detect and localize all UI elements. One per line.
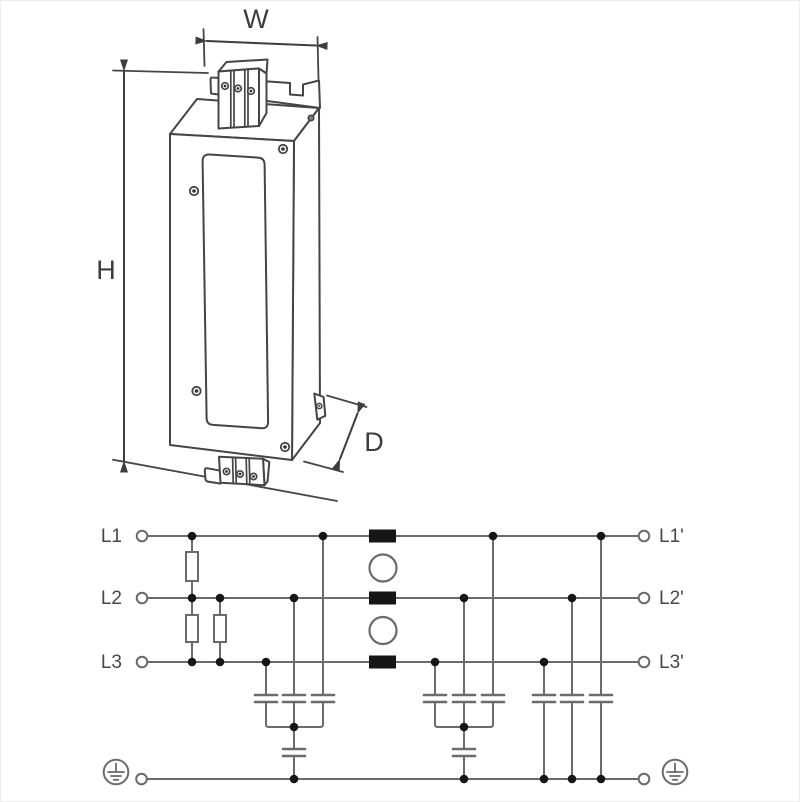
top-block-front-face bbox=[217, 67, 260, 130]
mounting-flange-bottom bbox=[203, 467, 222, 485]
output-terminals bbox=[637, 529, 651, 786]
rivet-icon bbox=[307, 114, 315, 122]
junction-dots bbox=[187, 531, 606, 784]
capacitor-icon bbox=[531, 693, 614, 704]
fasteners bbox=[307, 114, 323, 410]
choke-core-circle bbox=[368, 553, 398, 583]
screw-icon bbox=[279, 441, 291, 453]
y-capacitor-icon bbox=[451, 747, 477, 758]
ground-terminal-left bbox=[135, 772, 148, 786]
input-capacitor-group bbox=[253, 535, 336, 780]
h-extension-top bbox=[112, 69, 209, 74]
discharge-resistors bbox=[185, 535, 227, 663]
filter-body bbox=[169, 98, 327, 461]
capacitor-icon bbox=[422, 693, 506, 704]
terminal-screw-icon bbox=[222, 467, 231, 476]
choke-core-circle bbox=[368, 615, 398, 646]
resistor-L2-L3-a bbox=[185, 614, 199, 643]
isometric-dimension-drawing: W H D bbox=[96, 4, 384, 502]
screw-icon bbox=[188, 185, 200, 197]
top-block-screws bbox=[220, 81, 256, 96]
choke-winding-L3 bbox=[369, 655, 396, 669]
w-extension-left bbox=[202, 28, 206, 67]
output-label-L1: L1' bbox=[659, 526, 684, 547]
input-terminal-L3 bbox=[135, 655, 149, 669]
bottom-block-dividers bbox=[231, 456, 251, 486]
depth-dimension-line bbox=[332, 401, 366, 472]
input-terminal-L2 bbox=[135, 591, 149, 605]
screw-icon bbox=[191, 385, 202, 397]
height-label: H bbox=[96, 255, 116, 285]
top-block-dividers bbox=[229, 68, 249, 129]
output-terminal-L1 bbox=[637, 529, 651, 543]
tab-hole-center bbox=[318, 404, 321, 408]
input-terminal-L1 bbox=[135, 529, 149, 543]
terminal-screw-icon bbox=[235, 469, 245, 479]
d-extension-upper bbox=[326, 394, 368, 408]
front-screws bbox=[188, 143, 291, 453]
output-terminal-L2 bbox=[637, 591, 651, 605]
resistor-L1-L2 bbox=[185, 551, 199, 582]
screw-icon bbox=[277, 143, 289, 155]
ground-terminal-right bbox=[637, 772, 651, 786]
bottom-block-screws bbox=[222, 467, 258, 481]
depth-label: D bbox=[364, 427, 384, 457]
terminal-screw-icon bbox=[220, 81, 230, 91]
choke-winding-L2 bbox=[369, 591, 396, 605]
d-extension-lower bbox=[303, 460, 344, 473]
label-cutout bbox=[201, 153, 270, 430]
input-terminals bbox=[135, 529, 149, 786]
terminal-screw-icon bbox=[233, 84, 243, 93]
width-label: W bbox=[243, 4, 269, 34]
input-label-L1: L1 bbox=[101, 526, 122, 547]
y-capacitor-icon bbox=[281, 747, 307, 758]
net-labels: L1 L2 L3 L1' L2' L3' bbox=[101, 526, 684, 673]
circuit-schematic: L1 L2 L3 L1' L2' L3' bbox=[101, 526, 689, 786]
output-capacitor-group-2 bbox=[531, 535, 614, 780]
choke-winding-L1 bbox=[369, 529, 396, 543]
terminal-screw-icon bbox=[249, 472, 258, 481]
terminal-screw-icon bbox=[246, 86, 256, 96]
protective-earth-icon-right bbox=[661, 758, 689, 786]
capacitor-icon bbox=[253, 693, 336, 704]
output-label-L2: L2' bbox=[659, 588, 684, 609]
output-label-L3: L3' bbox=[659, 652, 684, 673]
output-terminal-L3 bbox=[637, 655, 651, 669]
width-dimension-line bbox=[195, 36, 328, 50]
dimension-lines bbox=[120, 36, 366, 473]
w-extension-right bbox=[316, 36, 320, 80]
input-label-L2: L2 bbox=[101, 588, 122, 609]
common-mode-choke bbox=[368, 529, 398, 669]
bottom-terminal-block bbox=[218, 455, 271, 487]
top-terminal-block bbox=[217, 58, 269, 130]
input-label-L3: L3 bbox=[101, 652, 122, 673]
resistor-L2-L3-b bbox=[213, 614, 227, 643]
output-capacitor-group-1 bbox=[422, 535, 506, 780]
protective-earth-icon-left bbox=[102, 758, 130, 786]
